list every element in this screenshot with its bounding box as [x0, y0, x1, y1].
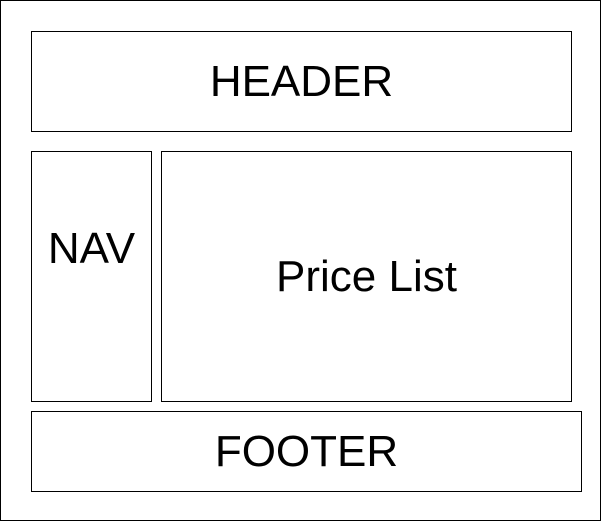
nav-label: NAV: [47, 224, 136, 273]
main-label: Price List: [276, 251, 457, 301]
nav-region: NAV: [31, 151, 152, 402]
header-region: HEADER: [31, 31, 572, 132]
header-label: HEADER: [209, 56, 394, 106]
footer-label: FOOTER: [214, 426, 399, 476]
main-content-region: Price List: [161, 151, 572, 402]
footer-region: FOOTER: [31, 411, 582, 492]
